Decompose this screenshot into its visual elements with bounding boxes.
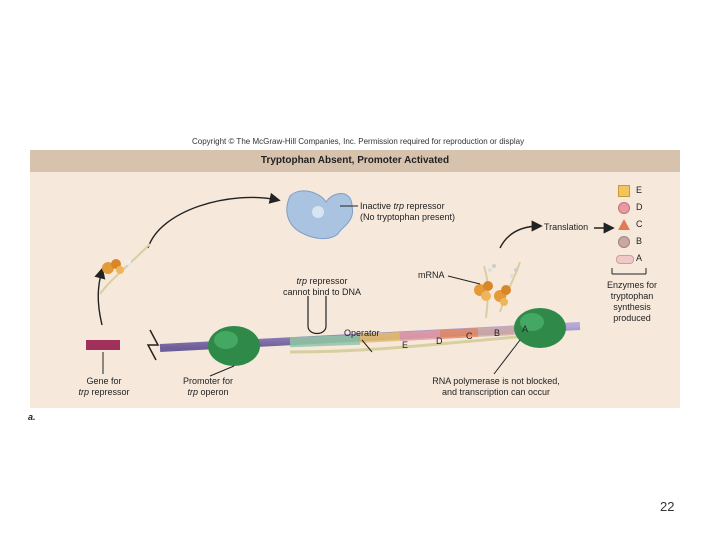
label-inactive-repressor: Inactive trp repressor (No tryptophan pr… [360, 201, 456, 222]
swatch-b [618, 236, 630, 248]
swatch-a [616, 255, 634, 264]
figure-panel [30, 150, 680, 408]
label-cannot-bind: trp repressor cannot bind to DNA [282, 276, 362, 297]
key-letter-d: D [636, 202, 643, 212]
arrow-translation-1 [499, 220, 543, 249]
rna-polymerase-transcribing [514, 308, 566, 348]
key-letter-a: A [636, 253, 643, 263]
title-bar: Tryptophan Absent, Promoter Activated [30, 150, 680, 172]
gene-letter-b: B [494, 328, 501, 338]
label-promoter-for-operon: Promoter for trp operon [182, 376, 233, 397]
gene-letter-d: D [436, 336, 443, 346]
leader-promoter [209, 365, 235, 377]
gene-letter-c: C [466, 331, 473, 341]
key-letter-c: C [636, 219, 643, 229]
rna-polymerase-promoter [208, 326, 260, 366]
label-rna-polymerase: RNA polymerase is not blocked, and trans… [432, 376, 560, 397]
label-enzymes: Enzymes for tryptophan synthesis produce… [606, 280, 657, 323]
inactive-repressor [286, 190, 354, 240]
operator-region [289, 334, 361, 348]
key-letter-e: E [636, 185, 643, 195]
copyright-notice: Copyright © The McGraw-Hill Companies, I… [192, 137, 525, 146]
label-translation: Translation [544, 222, 589, 232]
swatch-d [618, 202, 630, 214]
leader-polymerase [493, 339, 521, 375]
swatch-c [618, 219, 630, 230]
gene-letter-e: E [402, 340, 409, 350]
mrna-strand [289, 334, 531, 354]
label-gene-for-repressor: Gene for trp repressor [78, 376, 130, 397]
arrow-to-repressor [147, 192, 281, 249]
label-operator: Operator [344, 328, 380, 338]
ribosomes-mrna [474, 261, 521, 319]
swatch-e [618, 185, 630, 197]
figure-title: Tryptophan Absent, Promoter Activated [260, 155, 450, 166]
gene-trp-repressor-region [86, 340, 120, 350]
leader-operator [361, 339, 373, 353]
gene-letter-a: A [522, 324, 529, 334]
ribosome-repressor [99, 243, 151, 295]
page-number: 22 [660, 499, 675, 514]
arrow-gene-to-ribosome [94, 267, 106, 326]
repressor-no-bind-line [307, 296, 327, 335]
break-symbol [146, 329, 160, 361]
label-mrna: mRNA [418, 270, 445, 280]
key-letter-b: B [636, 236, 643, 246]
sub-figure-letter: a. [28, 412, 36, 422]
leader-mrna [447, 275, 481, 285]
